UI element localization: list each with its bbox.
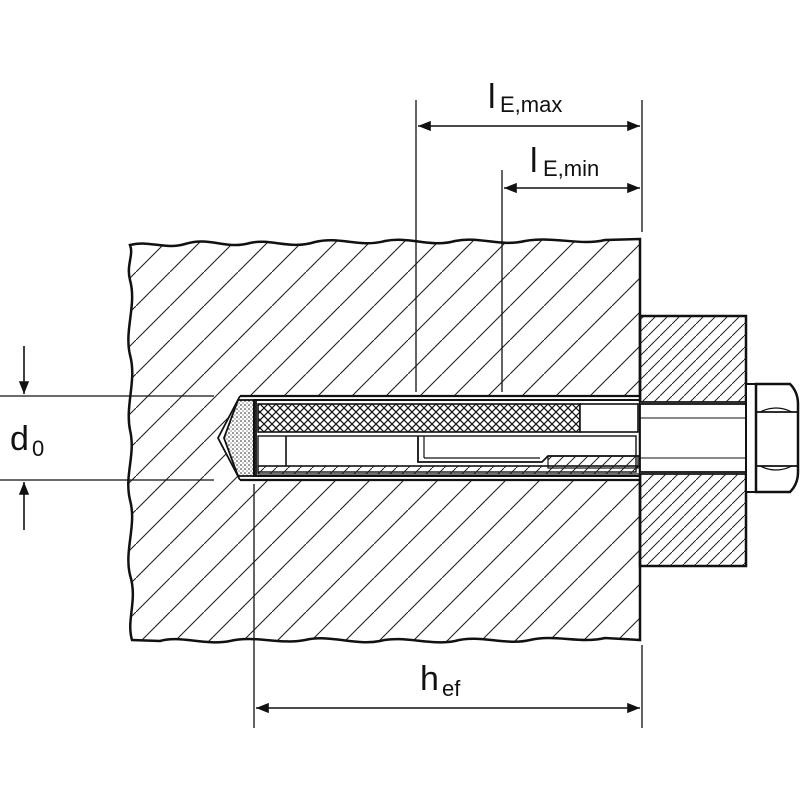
hef-label: h: [420, 660, 439, 698]
le-max-subscript: E,max: [500, 92, 562, 117]
d0-label: d: [10, 420, 29, 458]
hex-nut: [745, 382, 800, 494]
le-max-label: l: [488, 78, 496, 116]
anchor-body: [223, 399, 641, 477]
le-min-subscript: E,min: [543, 156, 599, 181]
dimension-hef: h ef: [255, 660, 640, 714]
dimension-le-min: l E,min: [503, 142, 640, 194]
d0-subscript: 0: [32, 436, 44, 461]
bolt-shank: [639, 403, 751, 473]
le-min-label: l: [530, 142, 538, 180]
extension-lines: [0, 100, 643, 728]
dimension-d0: d 0: [10, 346, 44, 530]
hef-subscript: ef: [442, 676, 461, 701]
dimension-le-max: l E,max: [417, 78, 640, 132]
